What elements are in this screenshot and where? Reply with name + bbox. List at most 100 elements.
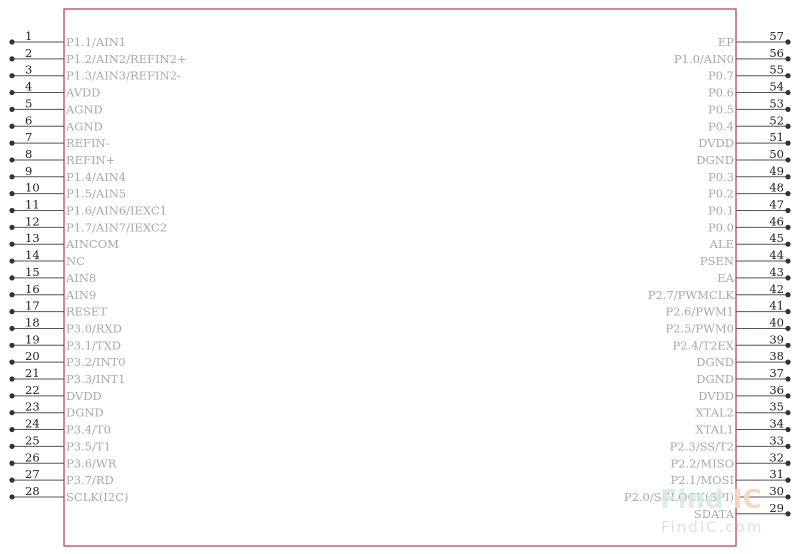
pin-number: 23 bbox=[25, 400, 40, 414]
pin-label: P0.7 bbox=[708, 69, 734, 83]
pin-endpoint bbox=[9, 426, 15, 433]
pin-endpoint bbox=[785, 511, 791, 517]
pin-endpoint bbox=[9, 258, 15, 264]
pin-endpoint bbox=[9, 174, 15, 180]
pin-number: 7 bbox=[25, 130, 32, 144]
pin-label: P0.6 bbox=[708, 86, 734, 100]
pin-endpoint bbox=[785, 376, 791, 382]
pin-endpoint bbox=[9, 494, 15, 500]
pin-label: P3.0/RXD bbox=[66, 321, 122, 335]
pin-label: ALE bbox=[709, 237, 734, 251]
pin-endpoint bbox=[9, 140, 15, 146]
pin-left-22: 22 DVDD bbox=[9, 383, 102, 403]
pin-label: P2.7/PWMCLK bbox=[648, 288, 735, 302]
pin-endpoint bbox=[9, 292, 15, 298]
pin-label: P2.1/MOSI bbox=[670, 473, 734, 487]
pin-number: 54 bbox=[769, 80, 784, 94]
pin-endpoint bbox=[785, 224, 791, 230]
pin-endpoint bbox=[9, 106, 15, 112]
pin-number: 30 bbox=[769, 484, 784, 498]
pin-number: 21 bbox=[25, 366, 40, 380]
pin-number: 51 bbox=[769, 130, 784, 144]
pin-endpoint bbox=[9, 73, 15, 79]
pin-label: DVDD bbox=[698, 389, 734, 403]
pin-label: PSEN bbox=[700, 254, 734, 268]
pin-label: SCLK(I2C) bbox=[66, 490, 129, 504]
pin-number: 37 bbox=[769, 366, 784, 380]
pin-number: 53 bbox=[769, 96, 784, 110]
pin-label: P0.1 bbox=[708, 204, 734, 218]
pin-number: 39 bbox=[769, 332, 784, 346]
watermark-logo-ic: IC bbox=[733, 485, 762, 515]
pin-right-33: 33 P2.3/SS/T2 bbox=[670, 433, 791, 453]
pin-endpoint bbox=[9, 460, 15, 466]
pin-label: P3.4/T0 bbox=[66, 423, 111, 437]
pin-label: XTAL1 bbox=[696, 423, 735, 437]
pin-number: 56 bbox=[769, 46, 784, 60]
watermark: Find IC FindIC.com bbox=[660, 485, 762, 536]
pin-number: 12 bbox=[25, 214, 40, 228]
pin-label: AGND bbox=[65, 119, 103, 133]
pin-endpoint bbox=[9, 123, 15, 129]
pin-label: P1.1/AIN1 bbox=[66, 35, 126, 49]
pin-label: P3.2/INT0 bbox=[66, 355, 126, 369]
pin-number: 5 bbox=[25, 96, 32, 110]
pin-number: 17 bbox=[25, 299, 40, 313]
pin-number: 31 bbox=[769, 467, 784, 481]
pin-label: P2.3/SS/T2 bbox=[670, 439, 734, 453]
pin-number: 47 bbox=[769, 198, 784, 212]
pin-endpoint bbox=[9, 207, 15, 214]
pin-endpoint bbox=[9, 376, 15, 382]
pin-number: 22 bbox=[25, 383, 40, 397]
pin-endpoint bbox=[785, 410, 791, 416]
pin-endpoint bbox=[785, 275, 791, 281]
pin-endpoint bbox=[785, 443, 791, 449]
pin-endpoint bbox=[785, 359, 791, 365]
pin-number: 43 bbox=[769, 265, 784, 279]
pin-number: 33 bbox=[769, 433, 784, 447]
pin-number: 49 bbox=[769, 164, 784, 178]
pin-endpoint bbox=[785, 73, 791, 79]
pin-endpoint bbox=[785, 106, 791, 112]
pin-endpoint bbox=[9, 325, 15, 332]
pin-endpoint bbox=[785, 477, 791, 483]
pin-label: DGND bbox=[66, 406, 104, 420]
pin-number: 3 bbox=[25, 63, 32, 77]
pin-right-47: 47 P0.1 bbox=[708, 198, 791, 218]
pin-number: 10 bbox=[25, 181, 40, 195]
pin-number: 41 bbox=[769, 299, 784, 313]
pin-right-54: 54 P0.6 bbox=[708, 80, 791, 100]
pin-number: 8 bbox=[25, 147, 32, 161]
pin-number: 15 bbox=[25, 265, 40, 279]
pin-endpoint bbox=[9, 56, 15, 62]
pin-number: 42 bbox=[769, 282, 784, 296]
pin-number: 57 bbox=[769, 29, 784, 43]
pin-label: SDATA bbox=[694, 507, 735, 521]
pin-label: P0.2 bbox=[708, 187, 734, 201]
pin-label: DGND bbox=[696, 355, 734, 369]
pin-label: DVDD bbox=[66, 389, 102, 403]
pin-endpoint bbox=[785, 241, 791, 247]
pin-number: 34 bbox=[769, 417, 784, 431]
pin-endpoint bbox=[785, 494, 791, 500]
